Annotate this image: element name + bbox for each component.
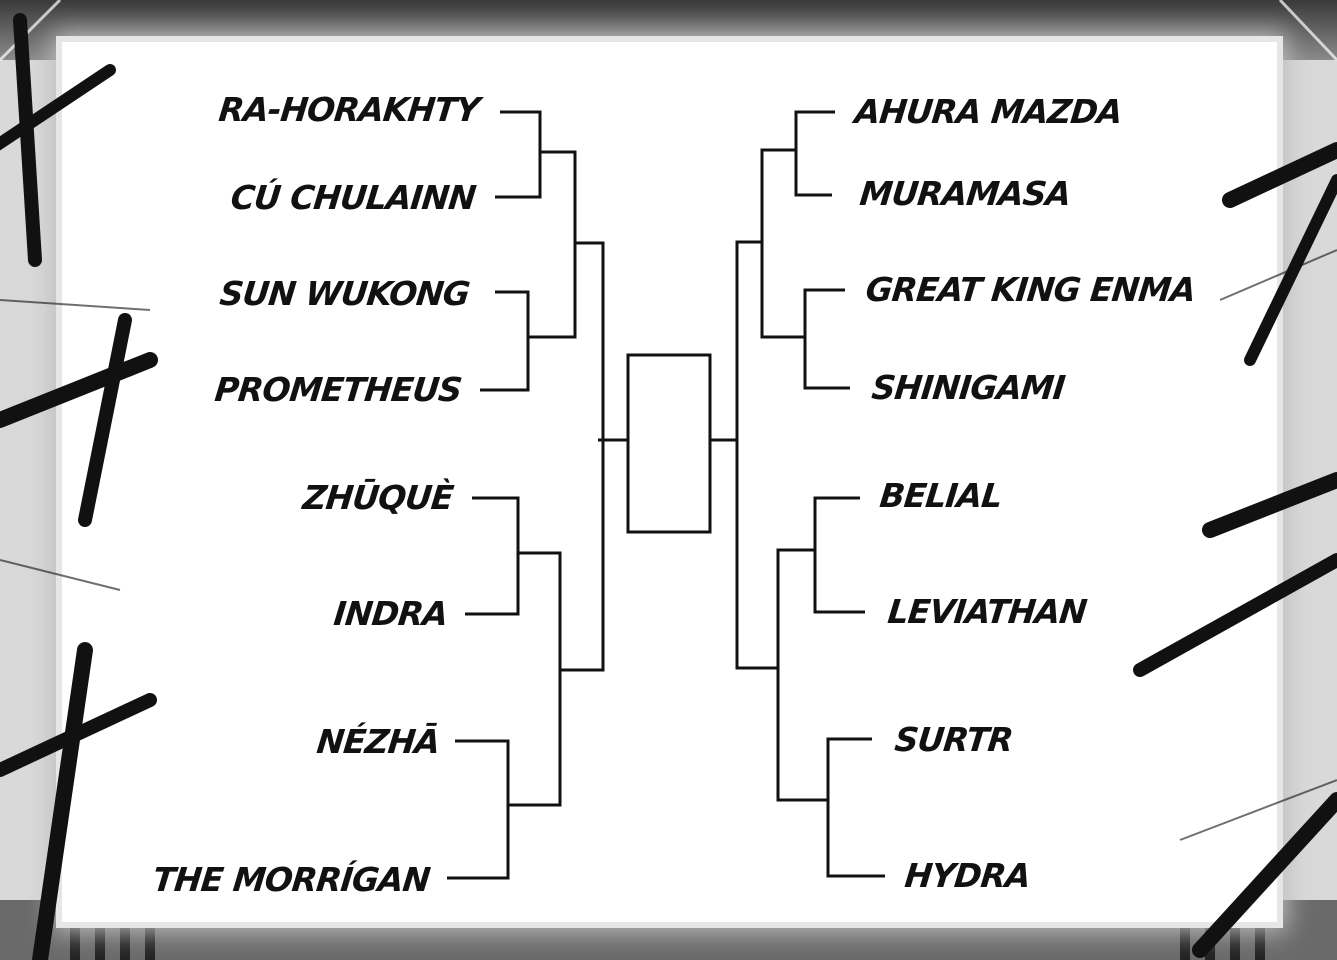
brush-stroke-right-2 (1244, 174, 1337, 366)
left-match-1 (495, 110, 542, 199)
left-semi-2 (508, 551, 562, 807)
right-match-1 (794, 110, 835, 197)
left-match-2 (480, 290, 530, 392)
brush-stroke-right-5 (1192, 792, 1337, 958)
brush-stroke-left-6 (32, 642, 93, 960)
left-match-3 (465, 496, 520, 616)
left-match-4 (447, 739, 510, 880)
right-match-2 (803, 288, 850, 390)
left-final (560, 241, 605, 672)
right-match-3 (813, 496, 865, 614)
brush-stroke-left-1 (13, 13, 42, 267)
brush-stroke-right-1 (1222, 142, 1337, 208)
champion-box (626, 353, 712, 534)
right-final (735, 240, 778, 670)
brush-stroke-right-4 (1133, 553, 1337, 677)
right-semi-2 (776, 548, 828, 802)
brush-stroke-left-2 (0, 64, 116, 151)
right-match-4 (826, 737, 885, 878)
bracket-board (62, 42, 1277, 922)
brush-stroke-right-3 (1202, 472, 1337, 538)
brush-stroke-left-3 (0, 352, 158, 428)
brush-stroke-left-4 (78, 313, 132, 527)
